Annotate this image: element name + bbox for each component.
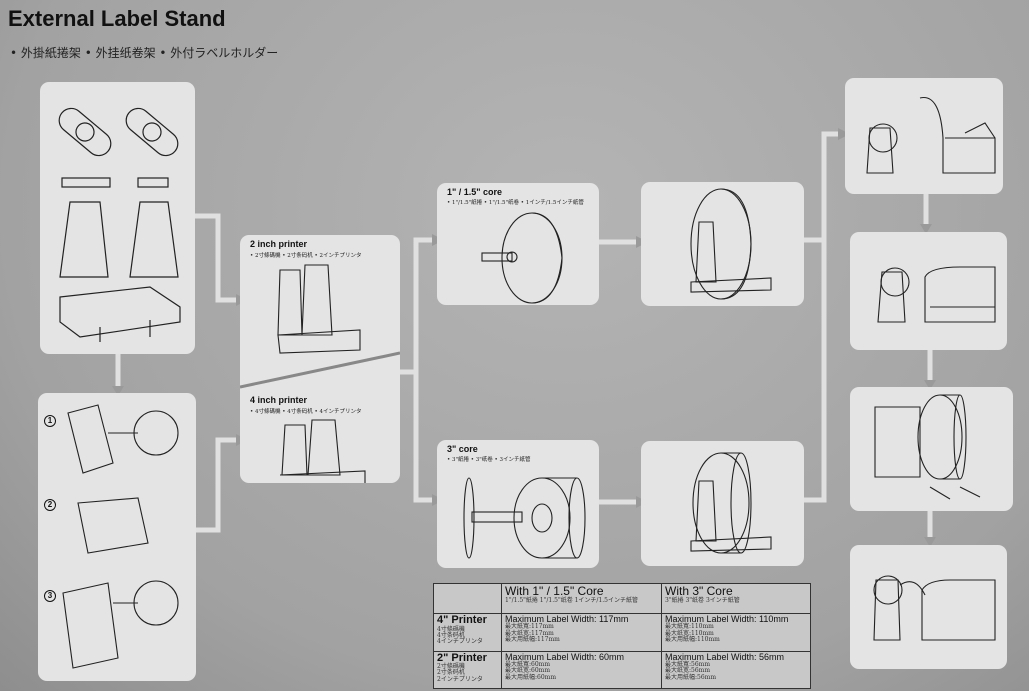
large-core-roll-illustration xyxy=(463,477,586,559)
mounted-large-roll-illustration xyxy=(690,452,772,554)
printer-size-panel: 2 inch printer • 2寸條碼機 • 2寸条码机 • 2インチプリン… xyxy=(240,235,400,483)
two-inch-title: 2 inch printer xyxy=(250,239,308,249)
printer-loaded-illustration xyxy=(874,394,981,500)
assembly-illustration xyxy=(62,404,179,669)
four-inch-subtitle: • 4寸條碼機 • 4寸条码机 • 4インチプリンタ xyxy=(250,409,362,415)
large-core-title: 3" core xyxy=(447,444,478,454)
small-roll-mounted-panel xyxy=(641,182,804,306)
small-core-roll-illustration xyxy=(481,212,563,304)
small-core-subtitle: • 1"/1.5"紙捲 • 1"/1.5"纸卷 • 1インチ/1.5インチ紙管 xyxy=(447,200,584,206)
stand-parts-illustration xyxy=(58,107,181,342)
setup-step-1-panel xyxy=(845,78,1003,194)
printer-ready-illustration xyxy=(873,575,996,641)
assembly-steps-panel: 1 2 3 xyxy=(38,393,196,681)
mounted-small-roll-illustration xyxy=(690,188,772,300)
page-subtitle: • 外掛紙捲架 • 外挂纸卷架 • 外付ラベルホルダー xyxy=(10,46,279,60)
parts-panel xyxy=(40,82,195,354)
setup-step-3-panel xyxy=(850,387,1013,511)
step-number: 2 xyxy=(44,499,56,511)
two-inch-subtitle: • 2寸條碼機 • 2寸条码机 • 2インチプリンタ xyxy=(250,253,362,259)
page-title: External Label Stand xyxy=(8,6,226,31)
small-core-title: 1" / 1.5" core xyxy=(447,187,503,197)
printer-open-illustration xyxy=(866,96,996,174)
large-core-panel: 3" core • 3"紙捲 • 3"纸卷 • 3インチ紙管 xyxy=(437,440,599,568)
printer-stand-illustration xyxy=(240,264,400,483)
printer-feed-illustration xyxy=(877,266,996,323)
large-core-subtitle: • 3"紙捲 • 3"纸卷 • 3インチ紙管 xyxy=(447,457,531,463)
small-core-panel: 1" / 1.5" core • 1"/1.5"紙捲 • 1"/1.5"纸卷 •… xyxy=(437,183,599,305)
step-number: 1 xyxy=(44,415,56,427)
table-corner xyxy=(433,583,502,614)
step-number: 3 xyxy=(44,590,56,602)
setup-step-2-panel xyxy=(850,232,1007,350)
large-roll-mounted-panel xyxy=(641,441,804,566)
four-inch-title: 4 inch printer xyxy=(250,395,308,405)
setup-step-4-panel xyxy=(850,545,1007,669)
